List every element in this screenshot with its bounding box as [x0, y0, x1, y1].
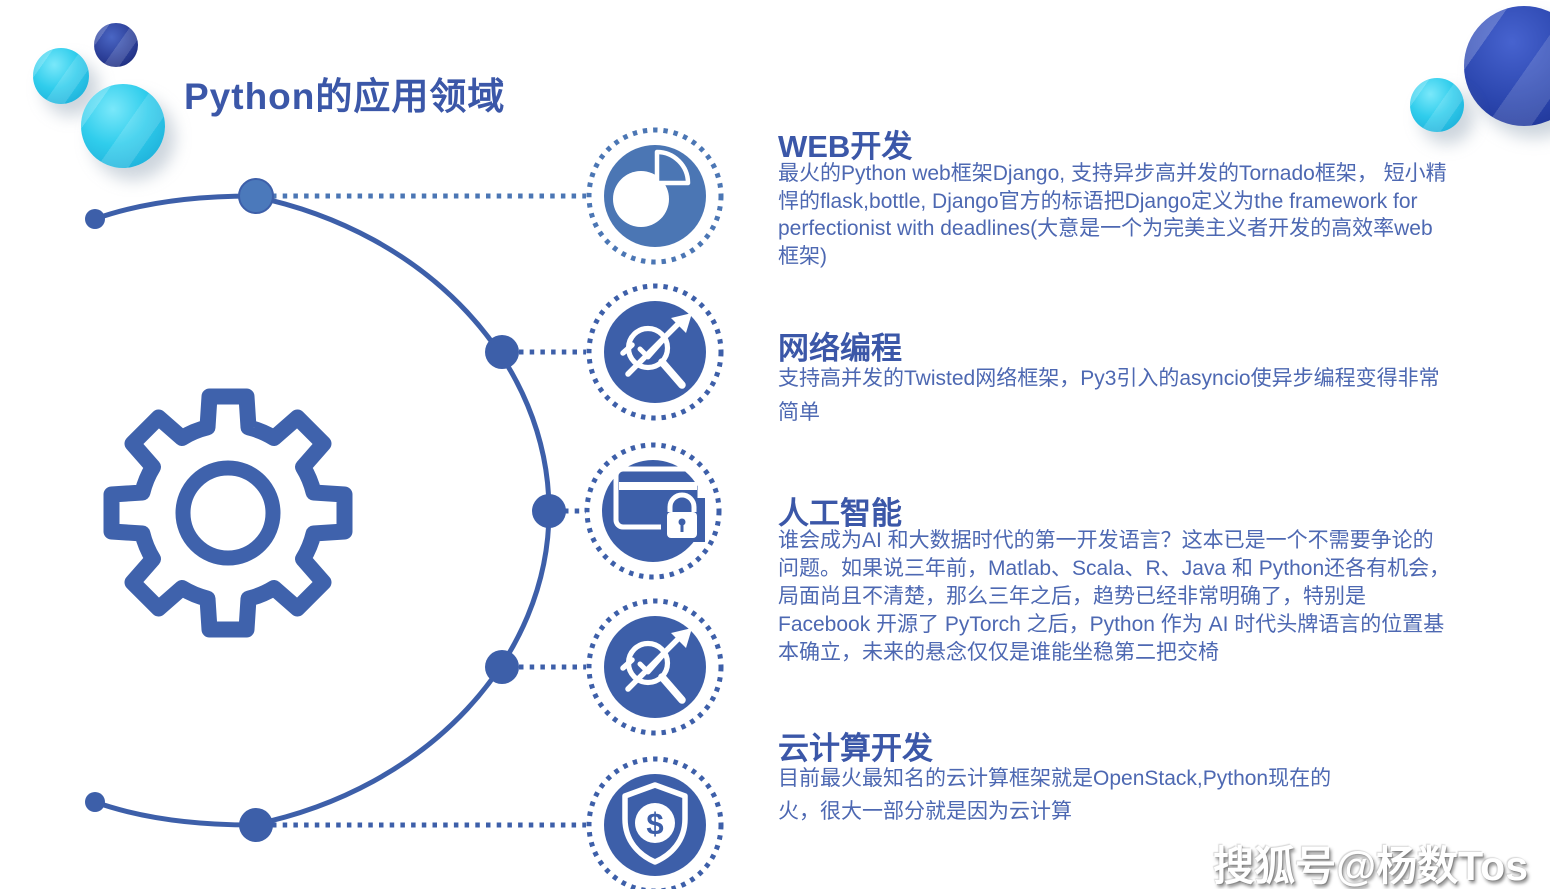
gear-icon [103, 388, 353, 638]
section-body-web-dev: 最火的Python web框架Django, 支持异步高并发的Tornado框架… [778, 162, 1447, 268]
decorative-sphere-cyan-right [1410, 78, 1464, 132]
arc-nodes [85, 178, 566, 842]
dotted-ring [586, 598, 724, 736]
section-body-network: 支持高并发的Twisted网络框架，Py3引入的asyncio使异步编程变得非常… [778, 367, 1440, 424]
node-dot-fourth [485, 650, 519, 684]
section-body-ai: 谁会成为AI 和大数据时代的第一开发语言？这本已是一个不需要争论的 问题。如果说… [778, 529, 1451, 664]
decorative-sphere-cyan-large [81, 84, 165, 168]
section-heading-cloud: 云计算开发 [778, 731, 933, 766]
section-web-dev: WEB开发 最火的Python web框架Django, 支持异步高并发的Tor… [778, 131, 1478, 270]
node-dot-network [485, 335, 519, 369]
arc-endpoint-top [85, 209, 105, 229]
section-heading-network: 网络编程 [778, 331, 902, 366]
dotted-ring [586, 283, 724, 421]
dotted-ring [586, 127, 724, 265]
decorative-sphere-royal [1464, 6, 1550, 126]
arc-endpoint-bottom [85, 792, 105, 812]
trend-magnifier-icon-2 [586, 598, 724, 736]
section-heading-ai: 人工智能 [778, 496, 902, 531]
shield-dollar-icon: $ [586, 756, 724, 889]
dotted-ring [584, 442, 722, 580]
node-dot-cloud [239, 808, 273, 842]
dollar-glyph: $ [646, 806, 663, 841]
card-lock-icon [584, 442, 722, 580]
section-cloud-computing: 云计算开发 目前最火最知名的云计算框架就是OpenStack,Python现在的… [778, 733, 1478, 828]
decorative-sphere-cyan-small [33, 48, 89, 104]
node-dot-ai [532, 494, 566, 528]
watermark: 搜狐号@杨数Tos [1213, 843, 1528, 889]
pie-chart-icon [586, 127, 724, 265]
node-dot-web [238, 178, 274, 214]
section-artificial-intelligence: 人工智能 谁会成为AI 和大数据时代的第一开发语言？这本已是一个不需要争论的 问… [778, 498, 1478, 667]
section-heading-web-dev: WEB开发 [778, 129, 913, 164]
dotted-connectors [272, 193, 586, 828]
dotted-ring [586, 756, 724, 889]
decorative-sphere-navy [94, 23, 138, 67]
page-title: Python的应用领域 [184, 76, 506, 117]
section-network-programming: 网络编程 支持高并发的Twisted网络框架，Py3引入的asyncio使异步编… [778, 333, 1478, 430]
section-body-cloud: 目前最火最知名的云计算框架就是OpenStack,Python现在的 火，很大一… [778, 767, 1332, 823]
trend-magnifier-icon [586, 283, 724, 421]
